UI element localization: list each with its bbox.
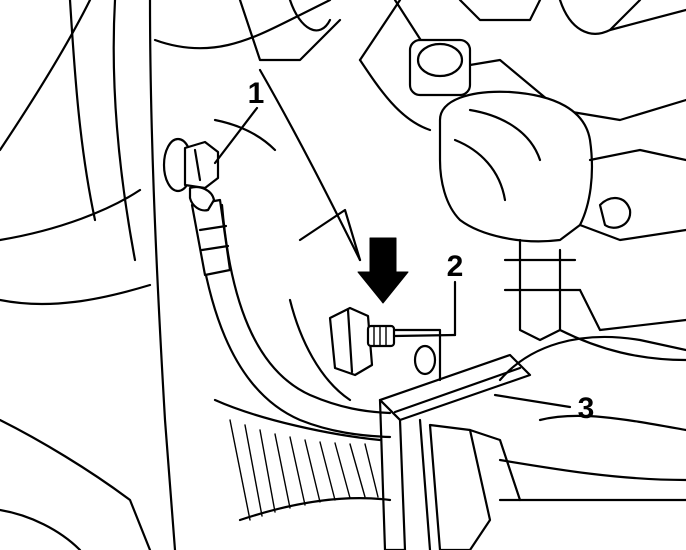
background-panels xyxy=(0,0,362,550)
mounting-bracket xyxy=(378,328,686,550)
brake-master-cylinder xyxy=(358,0,686,362)
callout-leaders xyxy=(213,106,572,409)
wiring-loom xyxy=(213,398,392,522)
bolt-item-1 xyxy=(162,137,220,212)
leader-line-2b xyxy=(393,333,457,338)
callout-label-2: 2 xyxy=(447,250,464,283)
callout-label-3: 3 xyxy=(578,392,595,425)
stud-item-2 xyxy=(328,306,396,377)
leader-line-1 xyxy=(213,106,259,165)
leader-line-3 xyxy=(493,393,572,409)
callout-label-1: 1 xyxy=(248,77,265,110)
ground-strap xyxy=(190,198,392,439)
indicator-arrow xyxy=(357,237,409,304)
